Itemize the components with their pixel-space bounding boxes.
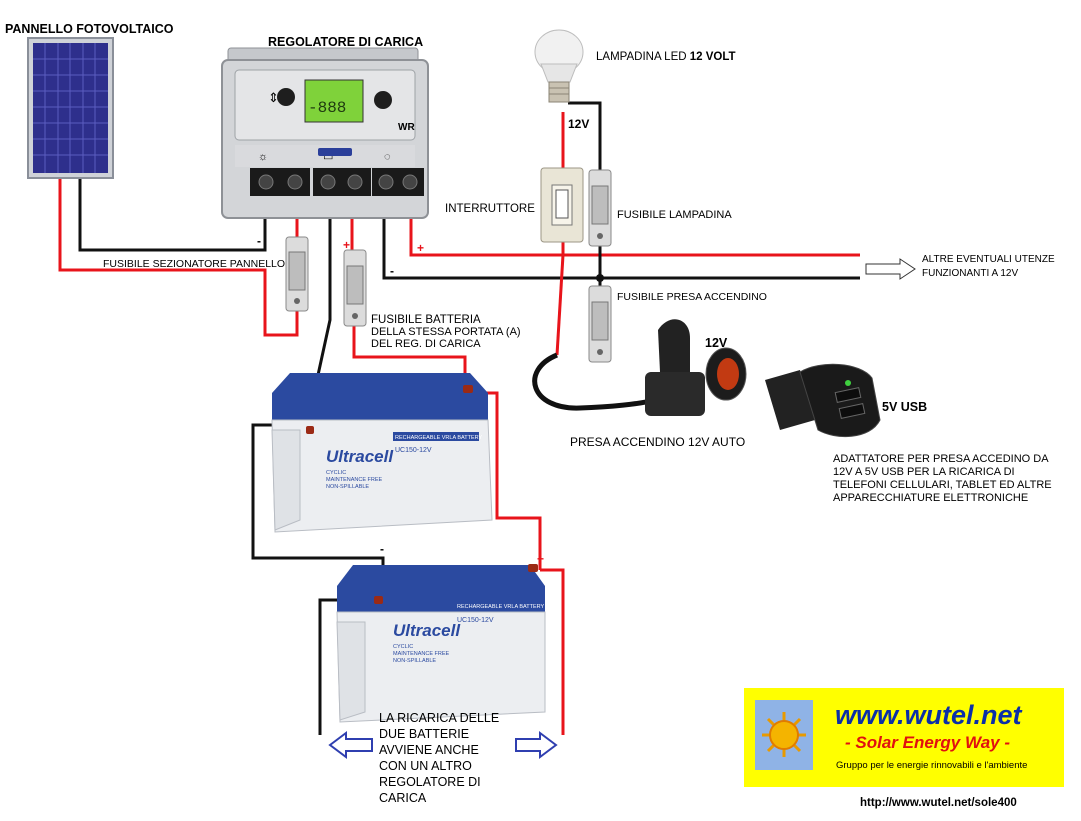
bulb-icon: ◌: [384, 151, 391, 163]
regulator-lcd-readout: -888: [308, 99, 346, 117]
recharge-note-1: LA RICARICA DELLE: [379, 711, 499, 725]
fuse-panel: [285, 236, 309, 312]
battery1-strip: RECHARGEABLE VRLA BATTERY: [395, 435, 483, 441]
fuse-battery-label-1: FUSIBILE BATTERIA: [371, 314, 481, 326]
battery2-strip: RECHARGEABLE VRLA BATTERY: [457, 604, 545, 610]
regulator-brand: WR: [398, 122, 415, 133]
regulator-lcd: [304, 79, 364, 123]
plus-mark-load: +: [417, 241, 424, 255]
load-negative-wire: [382, 192, 860, 280]
led-bulb: [534, 29, 584, 103]
battery2-feature-3: NON-SPILLABLE: [393, 658, 436, 664]
usb-adapter: [765, 363, 881, 438]
logo-slogan: - Solar Energy Way -: [845, 733, 1010, 752]
adapter-desc-2: 12V A 5V USB PER LA RICARICA DI: [833, 466, 1015, 478]
battery2-positive-out: [540, 568, 565, 735]
recharge-note-2: DUE BATTERIE: [379, 727, 469, 741]
junction-dot: [596, 274, 604, 282]
logo-site: www.wutel.net: [835, 700, 1023, 730]
battery-bottom: RECHARGEABLE VRLA BATTERY Ultracell UC15…: [336, 564, 546, 723]
fuse-battery-label-2: DELLA STESSA PORTATA (A): [371, 326, 521, 338]
socket-positive-wire: [555, 254, 565, 356]
wutel-logo: www.wutel.net - Solar Energy Way - Grupp…: [744, 688, 1064, 787]
fuse-socket-label: FUSIBILE PRESA ACCENDINO: [617, 291, 767, 303]
battery-top: RECHARGEABLE VRLA BATTERY Ultracell UC15…: [271, 373, 493, 533]
battery1-model: UC150-12V: [395, 447, 432, 454]
up-down-icon: ⇕: [268, 90, 279, 105]
fuse-lamp-label: FUSIBILE LAMPADINA: [617, 209, 732, 221]
lamp-negative-wire: [568, 101, 602, 172]
socket-label: PRESA ACCENDINO 12V AUTO: [570, 435, 745, 449]
plus-mark-battery-fuse: +: [343, 238, 350, 252]
cigarette-socket: [532, 319, 747, 416]
regulator-left-button[interactable]: [277, 88, 295, 106]
minus-mark-battery2: -: [380, 542, 384, 556]
recharge-left-arrow: [328, 731, 373, 759]
socket-voltage: 12V: [705, 336, 728, 350]
lamp-voltage: 12V: [568, 117, 589, 131]
battery1-feature-3: NON-SPILLABLE: [326, 484, 369, 490]
adapter-desc-1: ADATTATORE PER PRESA ACCEDINO DA: [833, 453, 1049, 465]
lamp-title-main: LAMPADINA LED: [596, 51, 687, 63]
regulator-title: REGOLATORE DI CARICA: [268, 35, 423, 49]
minus-mark-panel: -: [257, 234, 261, 248]
panel-positive-wire: [58, 178, 299, 337]
lamp-title-volt: 12 VOLT: [690, 51, 736, 63]
battery-icon: ▭: [323, 151, 333, 163]
battery2-brand: Ultracell: [393, 621, 461, 640]
load-positive-wire: [409, 192, 860, 257]
battery1-feature-1: CYCLIC: [326, 470, 346, 476]
usb-label: 5V USB: [882, 400, 927, 414]
charge-regulator: ⇕ -888 WR ☼ ▭ ◌: [221, 47, 429, 219]
recharge-note-5: REGOLATORE DI: [379, 775, 481, 789]
switch-label: INTERRUTTORE: [445, 203, 535, 215]
other-loads-label-2: FUNZIONANTI A 12V: [922, 268, 1018, 279]
recharge-note-4: CON UN ALTRO: [379, 759, 472, 773]
fuse-battery: [343, 249, 367, 327]
fuse-lamp: [588, 169, 612, 247]
recharge-right-arrow: [515, 731, 558, 759]
battery1-feature-2: MAINTENANCE FREE: [326, 477, 383, 483]
other-loads-arrow: [865, 258, 916, 280]
panel-negative-wire: [78, 178, 267, 252]
logo-tagline: Gruppo per le energie rinnovabili e l'am…: [836, 760, 1027, 771]
adapter-desc-4: APPARECCHIATURE ELETTRONICHE: [833, 492, 1028, 504]
battery2-feature-2: MAINTENANCE FREE: [393, 651, 450, 657]
adapter-desc-3: TELEFONI CELLULARI, TABLET ED ALTRE: [833, 479, 1052, 491]
minus-mark-load: -: [390, 264, 394, 278]
plus-mark-battery2: +: [537, 552, 544, 566]
recharge-note-3: AVVIENE ANCHE: [379, 743, 479, 757]
battery-series-positive: [476, 391, 542, 570]
battery2-feature-1: CYCLIC: [393, 644, 413, 650]
panel-title: PANNELLO FOTOVOLTAICO: [5, 22, 174, 36]
regulator-right-button[interactable]: [374, 91, 392, 109]
battery1-brand: Ultracell: [326, 447, 394, 466]
fuse-battery-label-3: DEL REG. DI CARICA: [371, 338, 481, 350]
recharge-note-6: CARICA: [379, 791, 427, 805]
light-switch: [540, 167, 584, 243]
battery2-model: UC150-12V: [457, 617, 494, 624]
fuse-panel-label: FUSIBILE SEZIONATORE PANNELLO: [103, 258, 285, 270]
other-loads-label-1: ALTRE EVENTUALI UTENZE: [922, 254, 1055, 265]
fuse-socket: [588, 285, 612, 363]
logo-url[interactable]: http://www.wutel.net/sole400: [860, 797, 1017, 809]
solar-icon: ☼: [258, 151, 268, 163]
solar-panel: [27, 37, 114, 179]
lamp-title: LAMPADINA LED 12 VOLT: [596, 51, 736, 63]
